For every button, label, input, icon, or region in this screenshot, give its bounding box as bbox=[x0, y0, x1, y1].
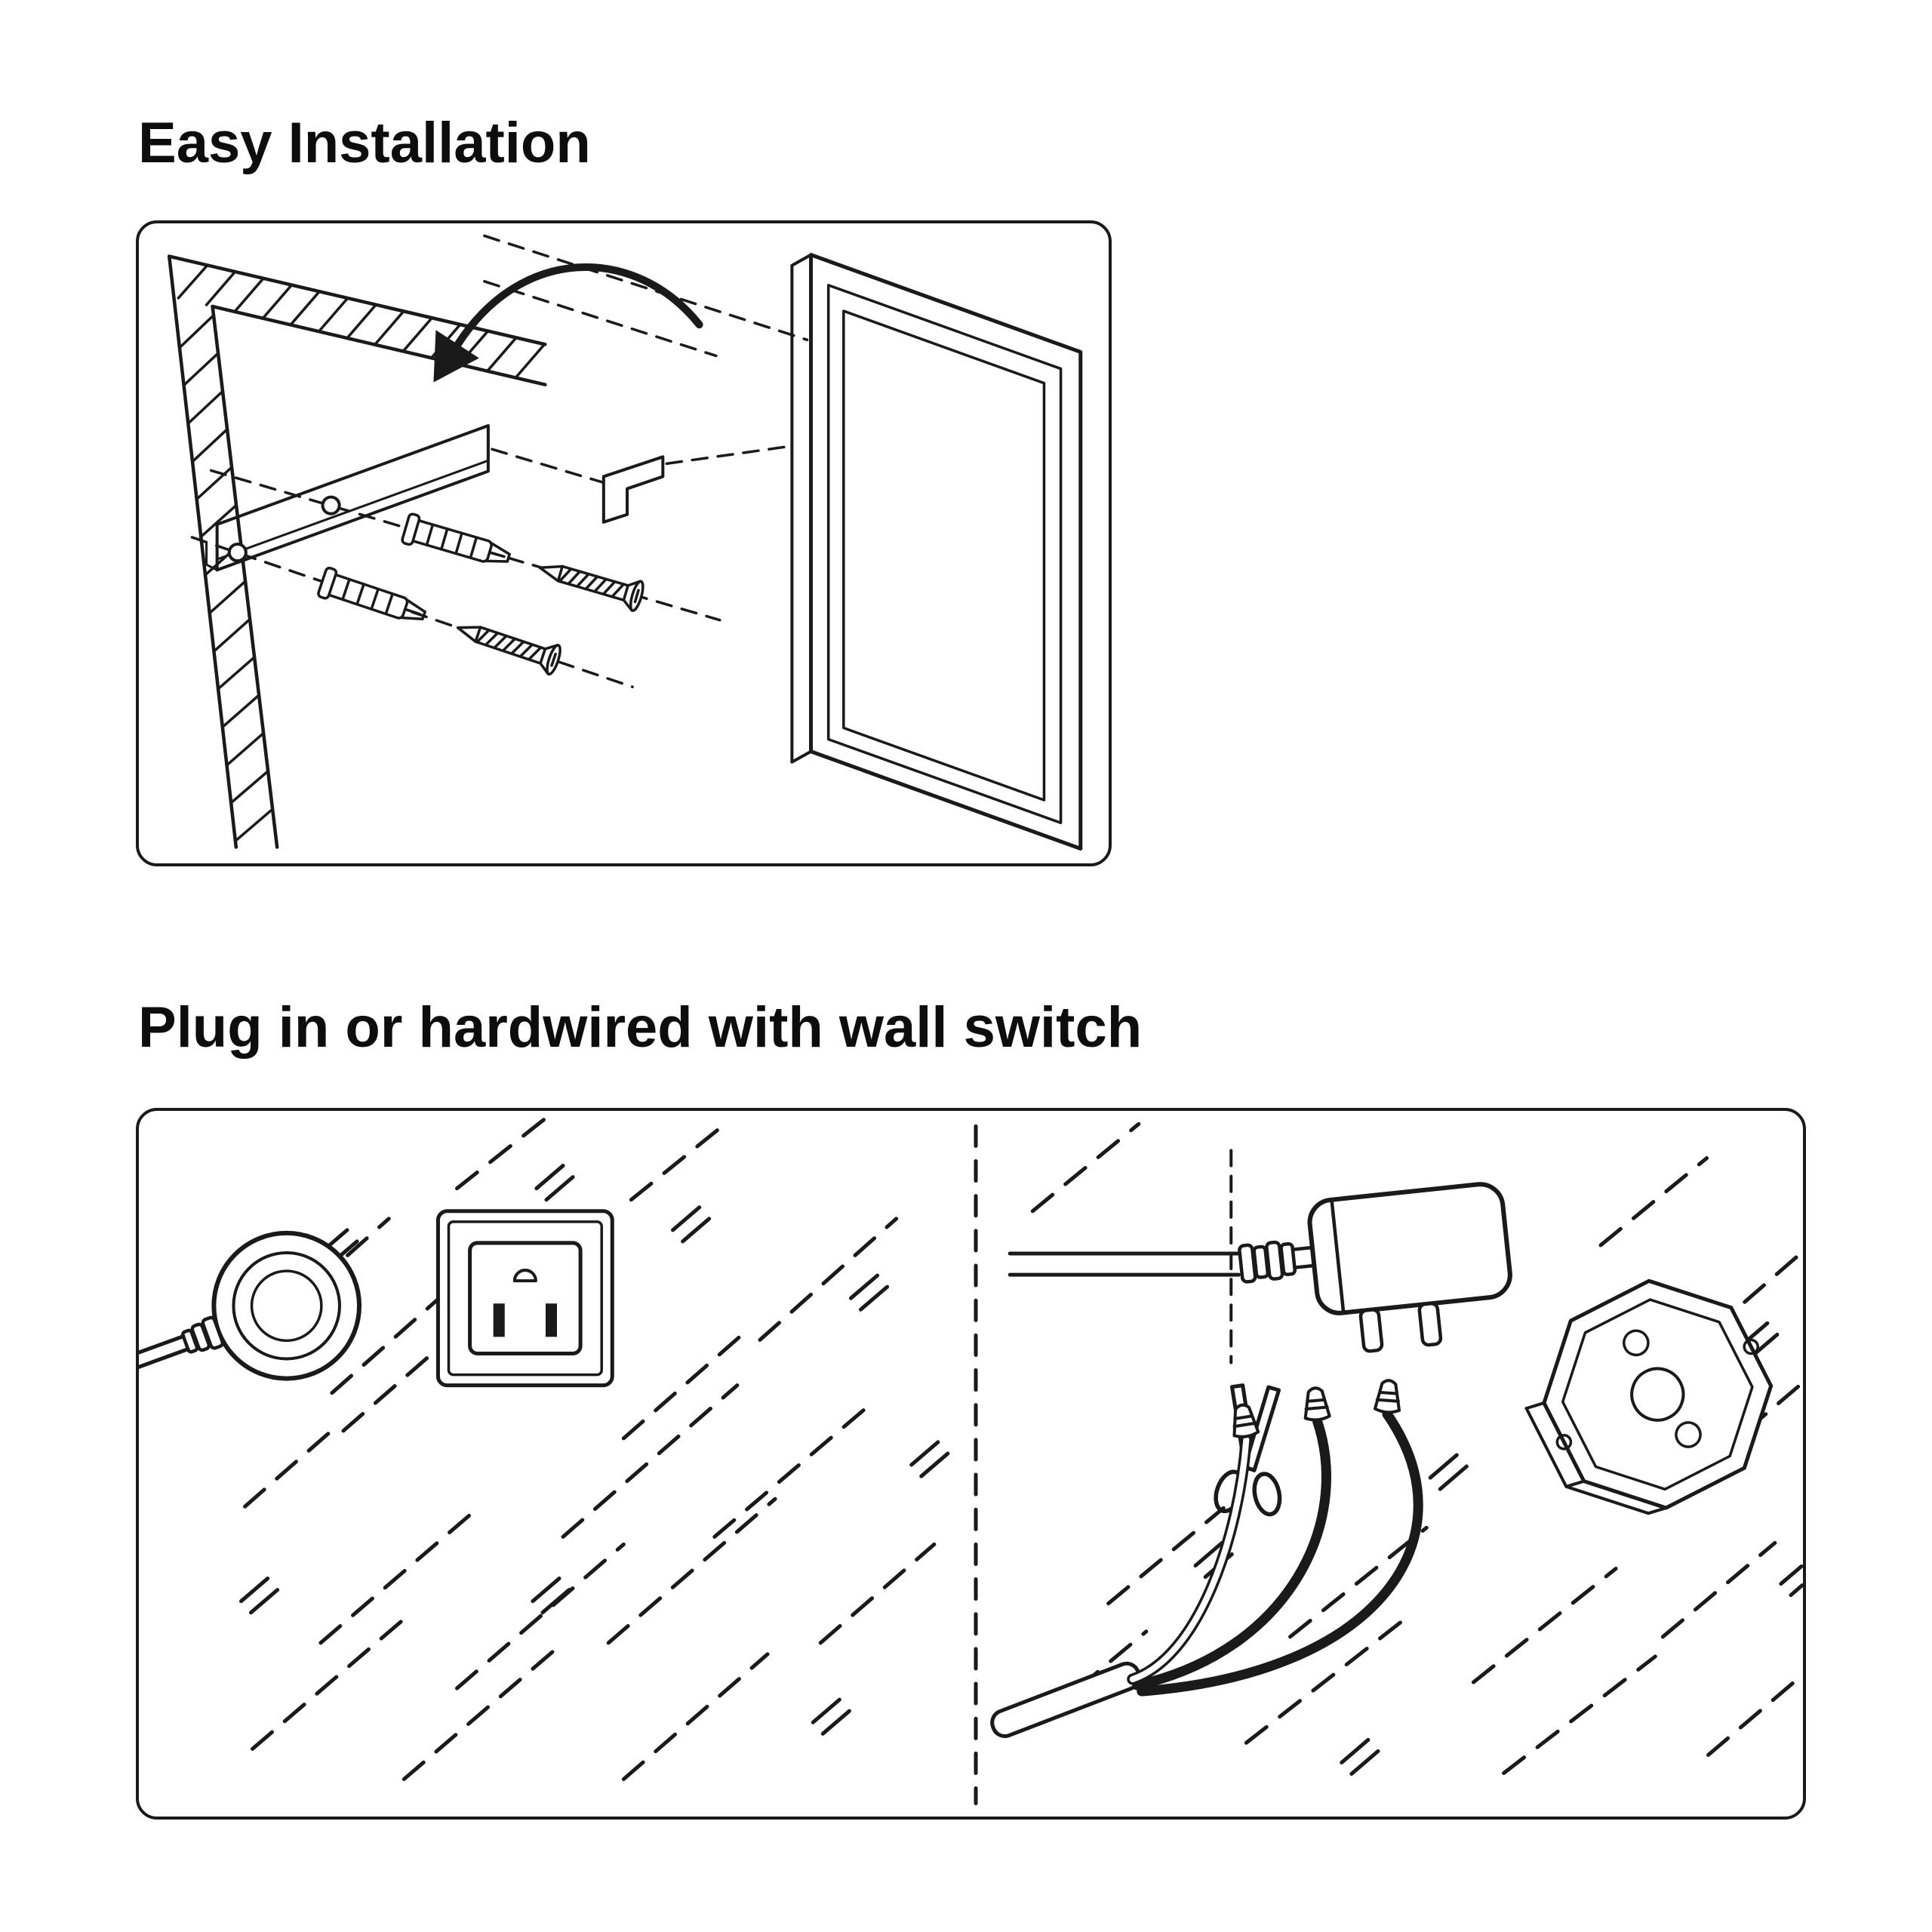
rotate-arrow bbox=[433, 263, 703, 383]
installation-drawing bbox=[167, 234, 1083, 851]
black-wire bbox=[1137, 1409, 1423, 1697]
hardwire-wires bbox=[1127, 1409, 1423, 1697]
wiring-diagram bbox=[139, 1114, 1803, 1806]
wall-hatch-left bbox=[243, 1114, 937, 1782]
wall-hatch-ticks-left bbox=[238, 1164, 950, 1736]
outlet-ground-hole bbox=[512, 1269, 537, 1283]
wall-hatch-ticks-right bbox=[1193, 1321, 1803, 1777]
black-wire bbox=[1132, 1417, 1331, 1690]
wall-hatch-right bbox=[1030, 1121, 1803, 1775]
junction-box bbox=[1524, 1278, 1774, 1515]
plug-prong bbox=[1417, 1301, 1443, 1347]
alignment-dashed-lines bbox=[190, 234, 809, 688]
mirror-panel bbox=[790, 253, 1083, 851]
plug-prong bbox=[1358, 1308, 1384, 1353]
wiring-diagram-panel bbox=[136, 1108, 1806, 1820]
plug-cord bbox=[139, 1315, 225, 1392]
screw-1 bbox=[534, 552, 647, 614]
wall-outlet bbox=[435, 1209, 614, 1388]
easy-installation-diagram-panel bbox=[136, 220, 1112, 866]
wall-anchor-1 bbox=[400, 512, 515, 574]
outlet-slot-right bbox=[545, 1303, 558, 1337]
wire-nut bbox=[1375, 1380, 1401, 1413]
cord-plug bbox=[1238, 1182, 1512, 1353]
hardwire-cable bbox=[990, 1661, 1142, 1739]
wiring-drawing bbox=[139, 1114, 1803, 1806]
mounting-bracket bbox=[205, 424, 490, 572]
screw-2 bbox=[451, 611, 565, 677]
wall-anchor-2 bbox=[315, 565, 430, 632]
mirror-cleat bbox=[601, 455, 665, 524]
scissors-icon bbox=[1214, 1383, 1282, 1517]
plug-or-hardwired-title: Plug in or hardwired with wall switch bbox=[138, 995, 1143, 1060]
wire-nut bbox=[1303, 1387, 1330, 1421]
easy-installation-title: Easy Installation bbox=[138, 111, 591, 175]
power-plug bbox=[139, 1230, 362, 1392]
outlet-slot-left bbox=[493, 1303, 505, 1337]
easy-installation-diagram bbox=[167, 234, 1083, 851]
white-wire-core bbox=[1129, 1436, 1250, 1683]
cord-to-cut bbox=[1008, 1182, 1512, 1353]
